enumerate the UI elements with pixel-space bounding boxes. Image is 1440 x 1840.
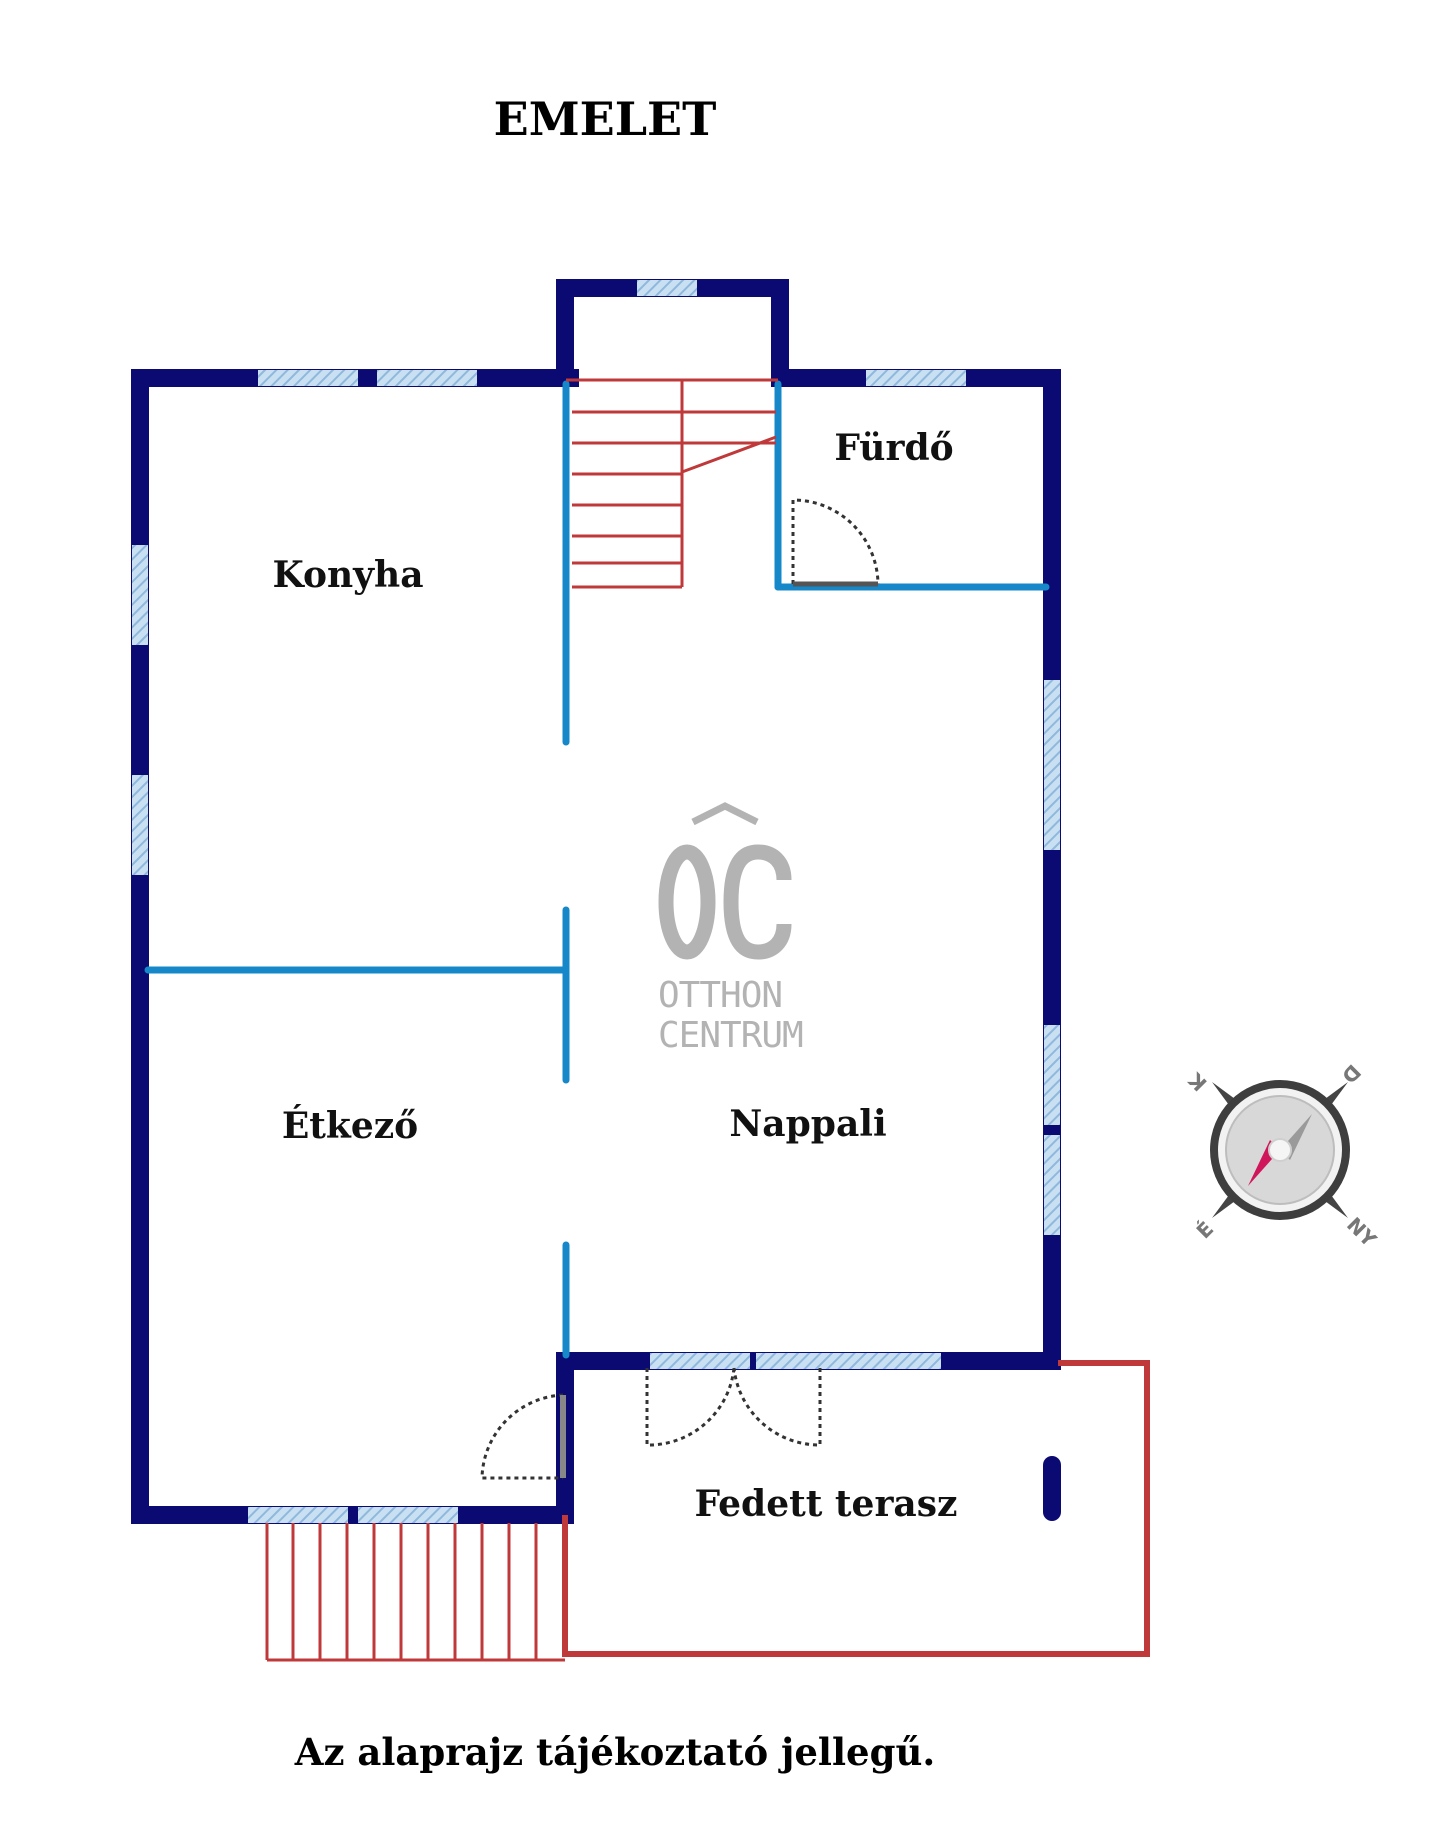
window xyxy=(258,370,358,386)
room-label-konyha: Konyha xyxy=(272,554,424,596)
bathroom-door xyxy=(791,498,880,585)
window xyxy=(358,1507,458,1523)
disclaimer: Az alaprajz tájékoztató jellegű. xyxy=(294,1730,936,1774)
window xyxy=(377,370,477,386)
window xyxy=(1044,1135,1060,1235)
room-label-etkezo: Étkező xyxy=(281,1105,419,1147)
window xyxy=(132,545,148,645)
room-label-terasz: Fedett terasz xyxy=(694,1483,958,1525)
window xyxy=(637,280,697,296)
compass xyxy=(1210,1080,1350,1220)
window xyxy=(248,1507,348,1523)
terrace-door-left xyxy=(645,1367,736,1447)
outer-walls xyxy=(131,279,1061,1524)
room-label-nappali: Nappali xyxy=(729,1103,887,1145)
window xyxy=(132,775,148,875)
logo-line2: CENTRUM xyxy=(658,1015,804,1056)
plan-title: EMELET xyxy=(493,92,717,146)
logo-mark xyxy=(658,802,792,960)
window xyxy=(756,1353,941,1369)
logo-line1: OTTHON xyxy=(658,975,783,1016)
window xyxy=(650,1353,750,1369)
room-label-furdo: Fürdő xyxy=(834,427,954,469)
terrace-outline xyxy=(562,1360,1150,1657)
doors xyxy=(480,498,880,1480)
interior-walls xyxy=(144,380,1050,1359)
entrance-door xyxy=(480,1393,564,1480)
windows xyxy=(132,280,1060,1523)
window xyxy=(1044,680,1060,850)
entrance-steps xyxy=(265,1523,565,1662)
window xyxy=(866,370,966,386)
window xyxy=(1044,1025,1060,1125)
stairs xyxy=(566,378,778,589)
terrace-door-right xyxy=(732,1367,822,1447)
